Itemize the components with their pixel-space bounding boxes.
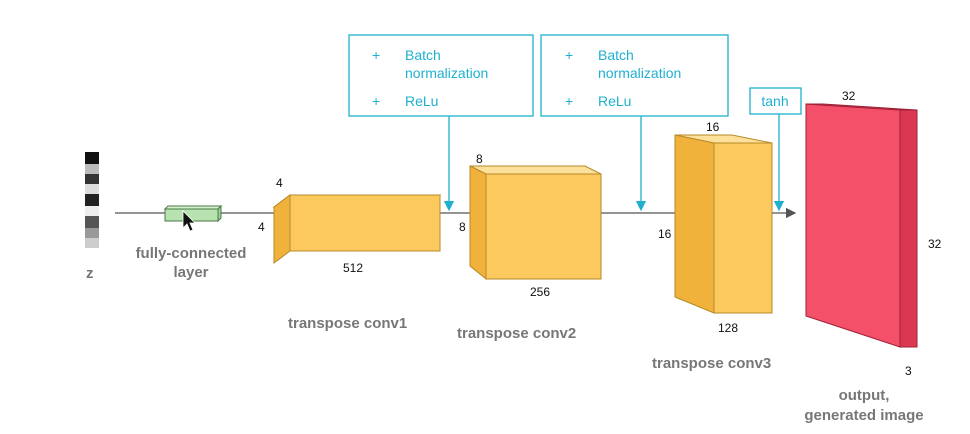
box1-plus-2: + xyxy=(372,93,380,109)
box1-normalization: normalization xyxy=(405,65,488,81)
annotation-box-3: tanh xyxy=(749,87,802,115)
fc-label-line2: layer xyxy=(173,264,208,281)
conv3-dim-width: 16 xyxy=(658,227,672,241)
output-dim-depth: 3 xyxy=(905,364,912,378)
output-dim-top: 32 xyxy=(842,89,856,103)
conv2-dim-depth: 256 xyxy=(530,285,550,299)
fc-layer-block xyxy=(163,204,223,223)
conv2-block xyxy=(469,165,602,281)
box2-normalization: normalization xyxy=(598,65,681,81)
conv1-dim-depth: 512 xyxy=(343,261,363,275)
conv2-label: transpose conv2 xyxy=(457,325,576,342)
conv3-label: transpose conv3 xyxy=(652,355,771,372)
conv3-dim-depth: 128 xyxy=(718,321,738,335)
conv1-dim-height: 4 xyxy=(276,176,283,190)
box2-relu: ReLu xyxy=(598,93,631,109)
conv1-dim-width: 4 xyxy=(258,220,265,234)
conv1-block xyxy=(272,194,442,264)
box3-tanh: tanh xyxy=(761,93,788,109)
box1-plus-1: + xyxy=(372,47,380,63)
latent-vector-z xyxy=(85,152,99,248)
box1-relu: ReLu xyxy=(405,93,438,109)
box2-plus-1: + xyxy=(565,47,573,63)
annotation-box-1: + Batch normalization + ReLu xyxy=(348,34,534,117)
conv1-label: transpose conv1 xyxy=(288,315,407,332)
fc-label-line1: fully-connected xyxy=(136,245,247,262)
output-dim-right: 32 xyxy=(928,237,942,251)
output-block xyxy=(805,103,918,348)
conv2-dim-width: 8 xyxy=(459,220,466,234)
annotation-box-2: + Batch normalization + ReLu xyxy=(540,34,729,117)
box1-batch: Batch xyxy=(405,47,441,63)
cursor-icon xyxy=(182,210,196,232)
output-label-line2: generated image xyxy=(804,407,923,424)
conv2-dim-height: 8 xyxy=(476,152,483,166)
box2-batch: Batch xyxy=(598,47,634,63)
output-label-line1: output, xyxy=(839,387,890,404)
conv3-dim-height: 16 xyxy=(706,120,720,134)
box2-plus-2: + xyxy=(565,93,573,109)
input-label: z xyxy=(86,265,94,282)
conv3-block xyxy=(674,134,773,314)
